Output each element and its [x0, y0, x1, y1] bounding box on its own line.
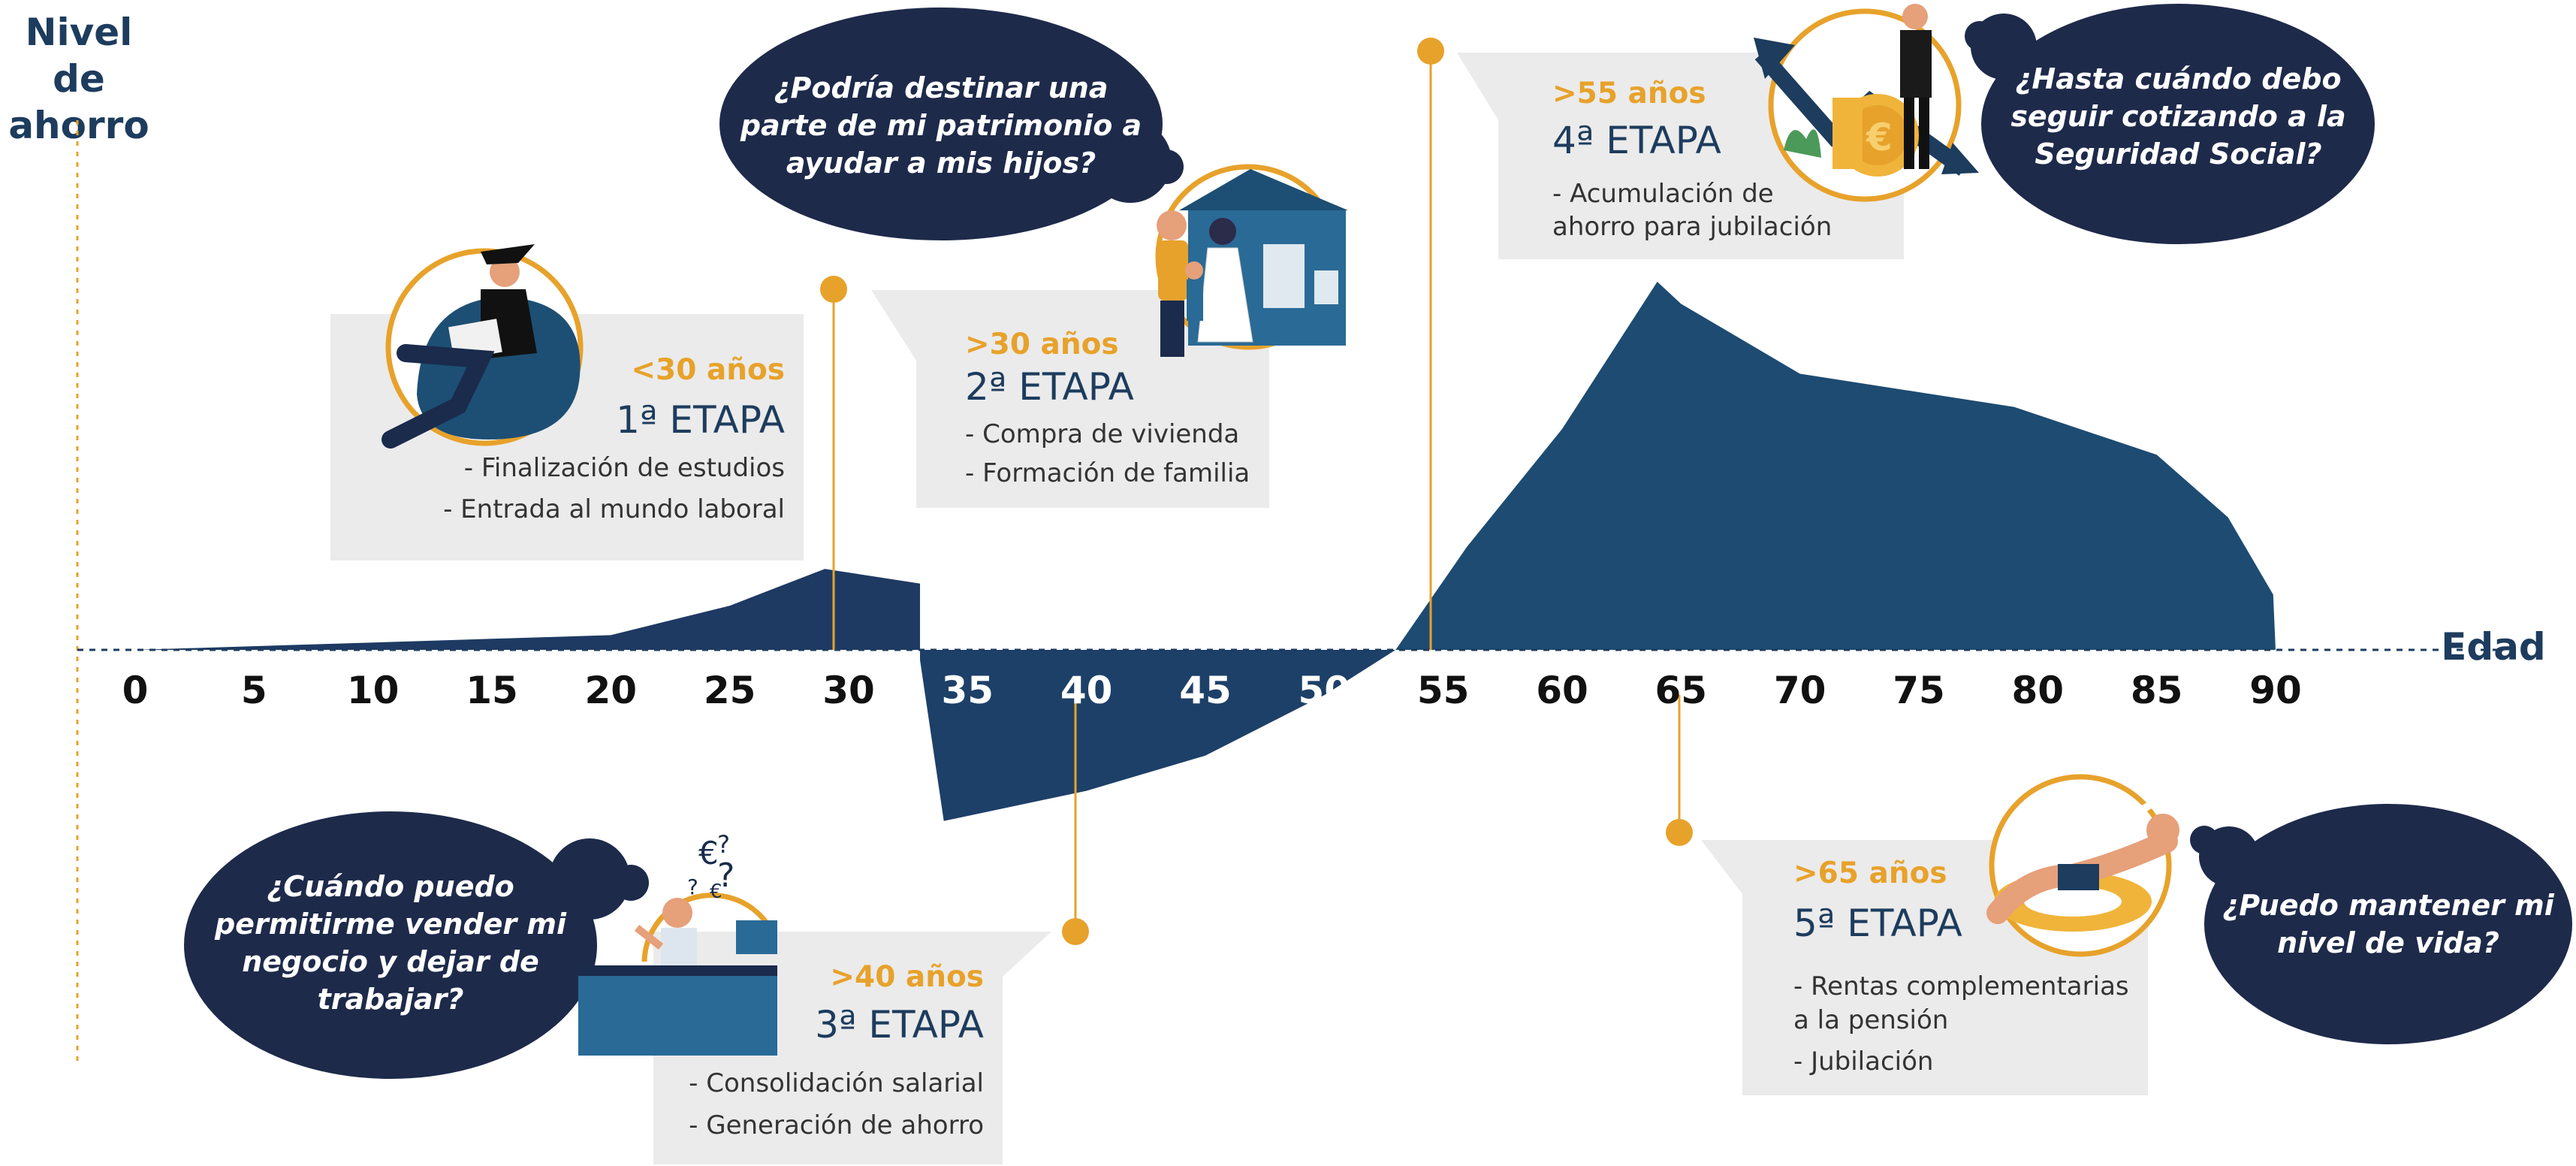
connector-dot-40	[1062, 918, 1089, 945]
stage-4-title: 4ª ETAPA	[1552, 119, 1721, 162]
question-3-text: ¿Cuándo puedo permitirme vender mi negoc…	[203, 868, 578, 1018]
x-tick-90: 90	[2249, 669, 2302, 712]
question-2-line-3: Seguridad Social?	[2035, 137, 2322, 171]
x-tick-65: 65	[1654, 669, 1708, 712]
question-1-text: ¿Podría destinar una parte de mi patrimo…	[727, 69, 1155, 182]
stage-4-item-2: ahorro para jubilación	[1552, 212, 1832, 242]
stage-4-item-1: - Acumulación de	[1552, 179, 1774, 209]
x-tick-40: 40	[1060, 669, 1113, 712]
x-tick-70: 70	[1773, 669, 1826, 712]
x-tick-10: 10	[346, 669, 400, 712]
question-3-line-1: ¿Cuándo puedo	[267, 870, 514, 903]
stage-3-item-2: - Generación de ahorro	[689, 1110, 984, 1140]
stage-3-age: >40 años	[830, 960, 984, 994]
stage-5-title: 5ª ETAPA	[1793, 902, 1962, 945]
x-tick-85: 85	[2130, 669, 2183, 712]
question-3-line-3: negocio y dejar de	[242, 945, 539, 978]
connector-dot-65	[1666, 819, 1693, 846]
x-tick-15: 15	[466, 669, 518, 712]
x-tick-80: 80	[2011, 669, 2065, 712]
stage-3-title: 3ª ETAPA	[815, 1003, 984, 1047]
x-tick-5: 5	[240, 669, 267, 712]
question-bubble-4	[2190, 804, 2572, 1044]
question-4-line-2: nivel de vida?	[2277, 926, 2499, 959]
svg-text:?: ?	[717, 856, 734, 895]
x-tick-35: 35	[941, 669, 994, 712]
stage-1-item-1: - Finalización de estudios	[463, 453, 785, 483]
savings-area-2	[920, 650, 1396, 821]
stage-1-age: <30 años	[631, 353, 785, 387]
stage-3-item-1: - Consolidación salarial	[689, 1068, 984, 1098]
business-desk-icon: € ? ? € ?	[578, 830, 777, 1056]
x-tick-0: 0	[122, 669, 149, 712]
question-3-line-2: permitirme vender mi	[214, 908, 567, 941]
connector-dot-55	[1417, 38, 1444, 65]
stage-5-item-3: - Jubilación	[1793, 1047, 1934, 1077]
question-3-line-4: trabajar?	[317, 983, 464, 1016]
stage-2-item-2: - Formación de familia	[965, 458, 1250, 488]
question-2-line-1: ¿Hasta cuándo debo	[2015, 62, 2342, 95]
stage-2-title: 2ª ETAPA	[965, 365, 1134, 409]
svg-text:?: ?	[687, 874, 698, 899]
stage-5-item-1: - Rentas complementarias	[1793, 971, 2129, 1001]
x-axis-title: Edad	[2441, 625, 2546, 669]
savings-area-3	[1395, 282, 2276, 650]
y-axis-title: Nivel de ahorro	[8, 11, 149, 147]
stage-4-age: >55 años	[1552, 77, 1706, 110]
x-tick-20: 20	[584, 669, 638, 712]
x-tick-50: 50	[1298, 669, 1351, 712]
question-1-line-2: parte de mi patrimonio a	[740, 109, 1142, 142]
graduate-icon	[382, 244, 584, 449]
x-tick-30: 30	[822, 669, 875, 712]
question-2-line-2: seguir cotizando a la	[2010, 100, 2346, 133]
svg-text:€: €	[710, 881, 722, 903]
stage-5-age: >65 años	[1793, 856, 1947, 890]
svg-text:€: €	[1866, 116, 1893, 159]
x-tick-55: 55	[1416, 669, 1470, 712]
x-tick-25: 25	[703, 669, 756, 712]
x-tick-75: 75	[1893, 669, 1945, 712]
family-house-icon	[1155, 164, 1348, 357]
question-1-line-3: ayudar a mis hijos?	[786, 147, 1096, 180]
question-bubble-1	[719, 8, 1184, 240]
stage-5-item-2: a la pensión	[1793, 1005, 1949, 1035]
beach-float-icon	[1986, 774, 2188, 957]
stage-1-title: 1ª ETAPA	[616, 398, 785, 442]
svg-text:?: ?	[717, 830, 730, 859]
savings-area-1	[135, 569, 920, 650]
stage-1-item-2: - Entrada al mundo laboral	[443, 494, 785, 524]
question-4-text: ¿Puedo mantener mi nivel de vida?	[2216, 887, 2561, 962]
svg-text:€: €	[698, 835, 719, 871]
stage-2-age: >30 años	[965, 328, 1119, 361]
question-bubble-3	[184, 811, 649, 1079]
question-1-line-1: ¿Podría destinar una	[774, 71, 1109, 104]
stage-2-item-1: - Compra de vivienda	[965, 419, 1240, 449]
question-bubble-2	[1965, 4, 2375, 244]
retirement-savings-icon: €	[1754, 4, 1979, 202]
x-tick-60: 60	[1536, 669, 1588, 712]
question-4-line-1: ¿Puedo mantener mi	[2222, 889, 2554, 922]
connector-dot-30	[820, 276, 847, 303]
x-tick-45: 45	[1179, 669, 1232, 712]
question-2-text: ¿Hasta cuándo debo seguir cotizando a la…	[1989, 60, 2368, 173]
